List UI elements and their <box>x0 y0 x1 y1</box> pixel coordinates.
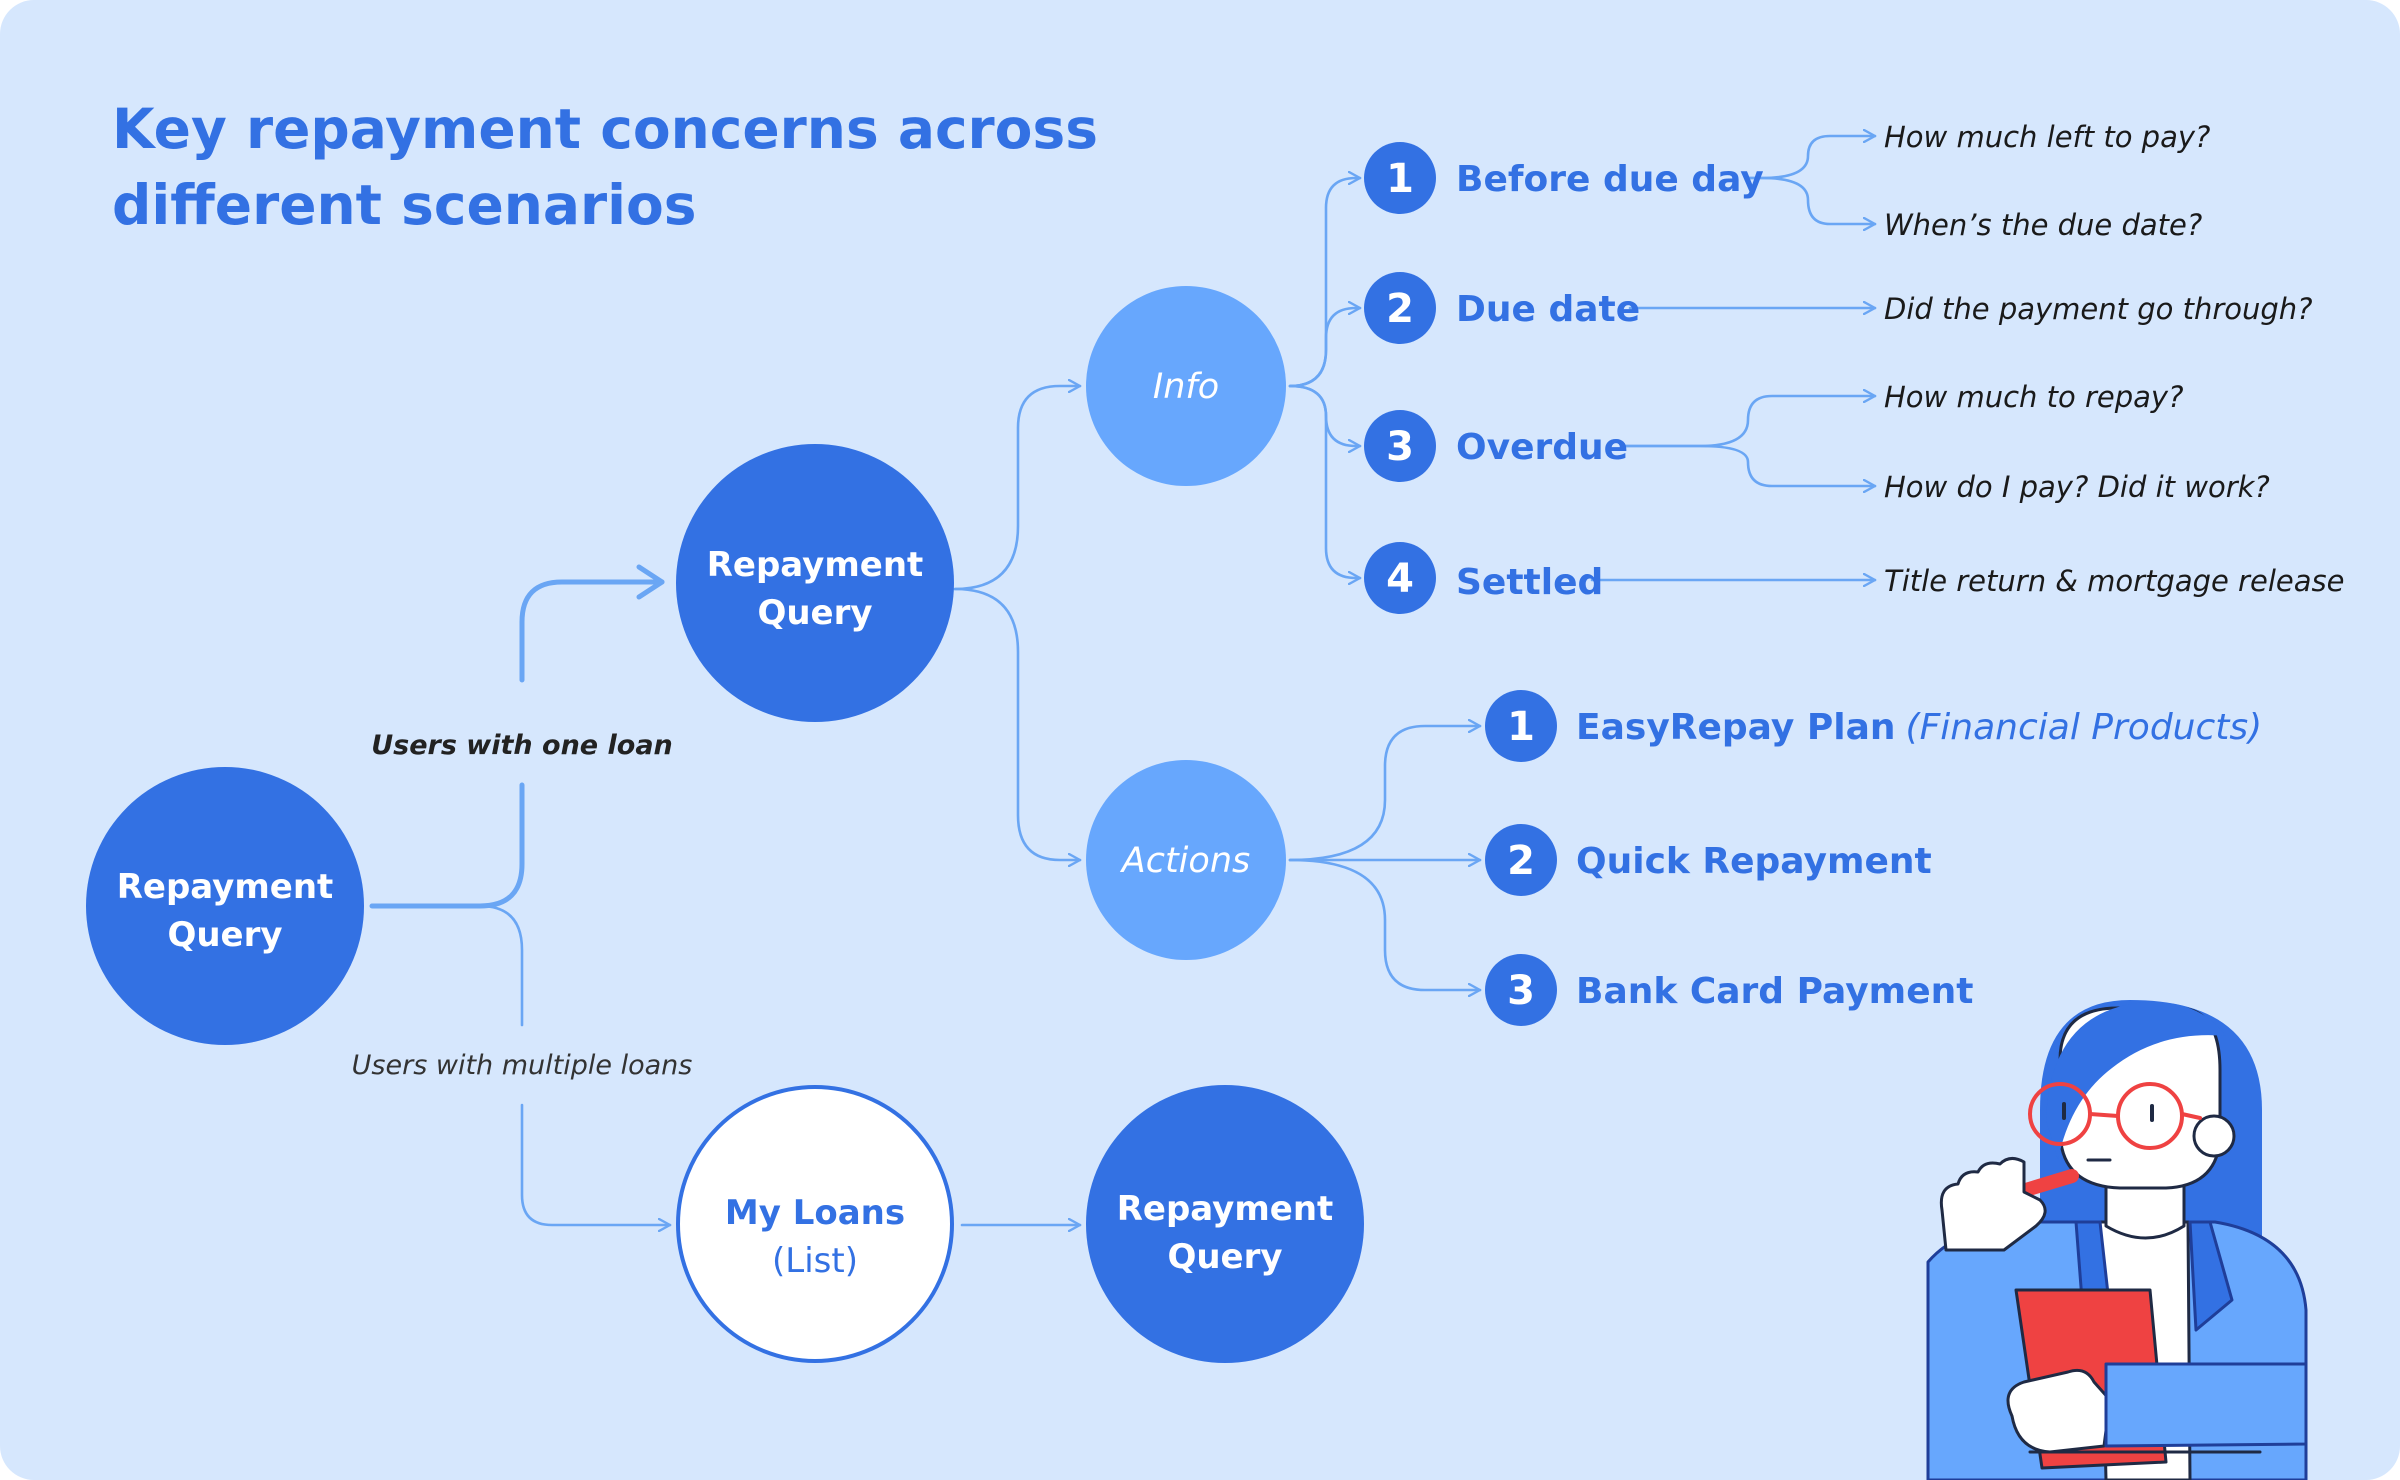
info-item-settled: 4 Settled <box>1364 542 1603 614</box>
person-glasses-bridge <box>2088 1112 2202 1120</box>
info-item-1-label: Before due day <box>1456 159 1764 200</box>
info-item-1-number: 1 <box>1386 156 1414 202</box>
action-item-3-number: 3 <box>1507 968 1535 1014</box>
info-item-4-number: 4 <box>1386 556 1414 602</box>
connector-actions-to-item-1 <box>1288 726 1482 862</box>
action-item-1-label: EasyRepay Plan <box>1576 707 1896 748</box>
action-item-quick-repayment: 2 Quick Repayment <box>1485 824 1932 896</box>
connector-query-to-actions <box>953 587 1082 860</box>
action-item-2-number: 2 <box>1507 838 1535 884</box>
action-item-2-label: Quick Repayment <box>1576 841 1932 882</box>
question-how-do-i-pay: How do I pay? Did it work? <box>1884 470 2270 504</box>
branch-label-multiple-loans: Users with multiple loans <box>352 1050 693 1081</box>
info-node-label: Info <box>1153 367 1219 407</box>
repayment-query-node-2: Repayment Query <box>1086 1085 1364 1363</box>
repayment-query-label-line-2: Query <box>757 593 872 633</box>
action-item-bank-card: 3 Bank Card Payment <box>1485 954 1973 1026</box>
root-node-label-line-2: Query <box>167 915 282 955</box>
connector-before-due-q2 <box>1744 176 1877 224</box>
info-item-before-due-day: 1 Before due day <box>1364 142 1764 214</box>
person-hand-raised <box>1939 1157 2047 1252</box>
thinking-person-illustration <box>1926 1000 2308 1480</box>
info-item-2-label: Due date <box>1456 289 1640 330</box>
info-node: Info <box>1086 286 1286 486</box>
actions-node-label: Actions <box>1120 841 1250 881</box>
question-list: How much left to pay? When’s the due dat… <box>1884 120 2344 598</box>
connector-info-to-item-4 <box>1288 384 1362 578</box>
person-sleeve <box>2104 1362 2308 1448</box>
diagram-title-line-1: Key repayment concerns across <box>112 97 1098 161</box>
connector-multiple-loans <box>478 904 670 1225</box>
question-when-due: When’s the due date? <box>1884 208 2202 242</box>
connector-overdue-q2 <box>1620 444 1877 486</box>
my-loans-label-line-1: My Loans <box>725 1193 905 1233</box>
action-item-1-note: (Financial Products) <box>1906 707 2263 748</box>
diagram-title-line-2: different scenarios <box>112 173 697 237</box>
question-payment-through: Did the payment go through? <box>1884 292 2313 326</box>
info-item-4-label: Settled <box>1456 562 1603 603</box>
person-neck <box>2104 1174 2186 1240</box>
connector-before-due-q1 <box>1744 136 1877 180</box>
actions-node: Actions <box>1086 760 1286 960</box>
root-node-label-line-1: Repayment <box>117 867 334 907</box>
action-item-3-label: Bank Card Payment <box>1576 971 1973 1012</box>
person-ear <box>2192 1114 2236 1158</box>
repayment-query-2-label-line-2: Query <box>1167 1237 1282 1277</box>
repayment-query-label-line-1: Repayment <box>707 545 924 585</box>
connector-actions-to-item-3 <box>1288 858 1482 990</box>
person-hand-lower <box>2006 1368 2112 1454</box>
person-lapel-right <box>2188 1220 2234 1332</box>
connector-query-to-info <box>953 386 1082 591</box>
branch-label-one-loan: Users with one loan <box>371 730 673 761</box>
person-bangs <box>2046 1001 2226 1160</box>
info-item-overdue: 3 Overdue <box>1364 410 1628 482</box>
connector-overdue-q1 <box>1620 396 1877 448</box>
info-item-2-number: 2 <box>1386 286 1414 332</box>
my-loans-label-line-2: (List) <box>772 1241 858 1281</box>
repayment-query-2-label-line-1: Repayment <box>1117 1189 1334 1229</box>
question-how-much-repay: How much to repay? <box>1884 380 2184 414</box>
info-item-3-number: 3 <box>1386 424 1414 470</box>
action-item-1-number: 1 <box>1507 704 1535 750</box>
my-loans-node: My Loans (List) <box>676 1085 954 1363</box>
action-item-1-text: EasyRepay Plan(Financial Products) <box>1576 707 2262 748</box>
action-item-easyrepay: 1 EasyRepay Plan(Financial Products) <box>1485 690 2262 762</box>
root-node: Repayment Query <box>86 767 364 1045</box>
question-title-return: Title return & mortgage release <box>1884 564 2344 598</box>
info-item-due-date: 2 Due date <box>1364 272 1640 344</box>
connector-info-to-item-2 <box>1288 308 1362 388</box>
repayment-query-node: Repayment Query <box>676 444 954 722</box>
info-item-3-label: Overdue <box>1456 427 1628 468</box>
question-how-much-left: How much left to pay? <box>1884 120 2210 154</box>
connectors <box>369 136 1877 1225</box>
